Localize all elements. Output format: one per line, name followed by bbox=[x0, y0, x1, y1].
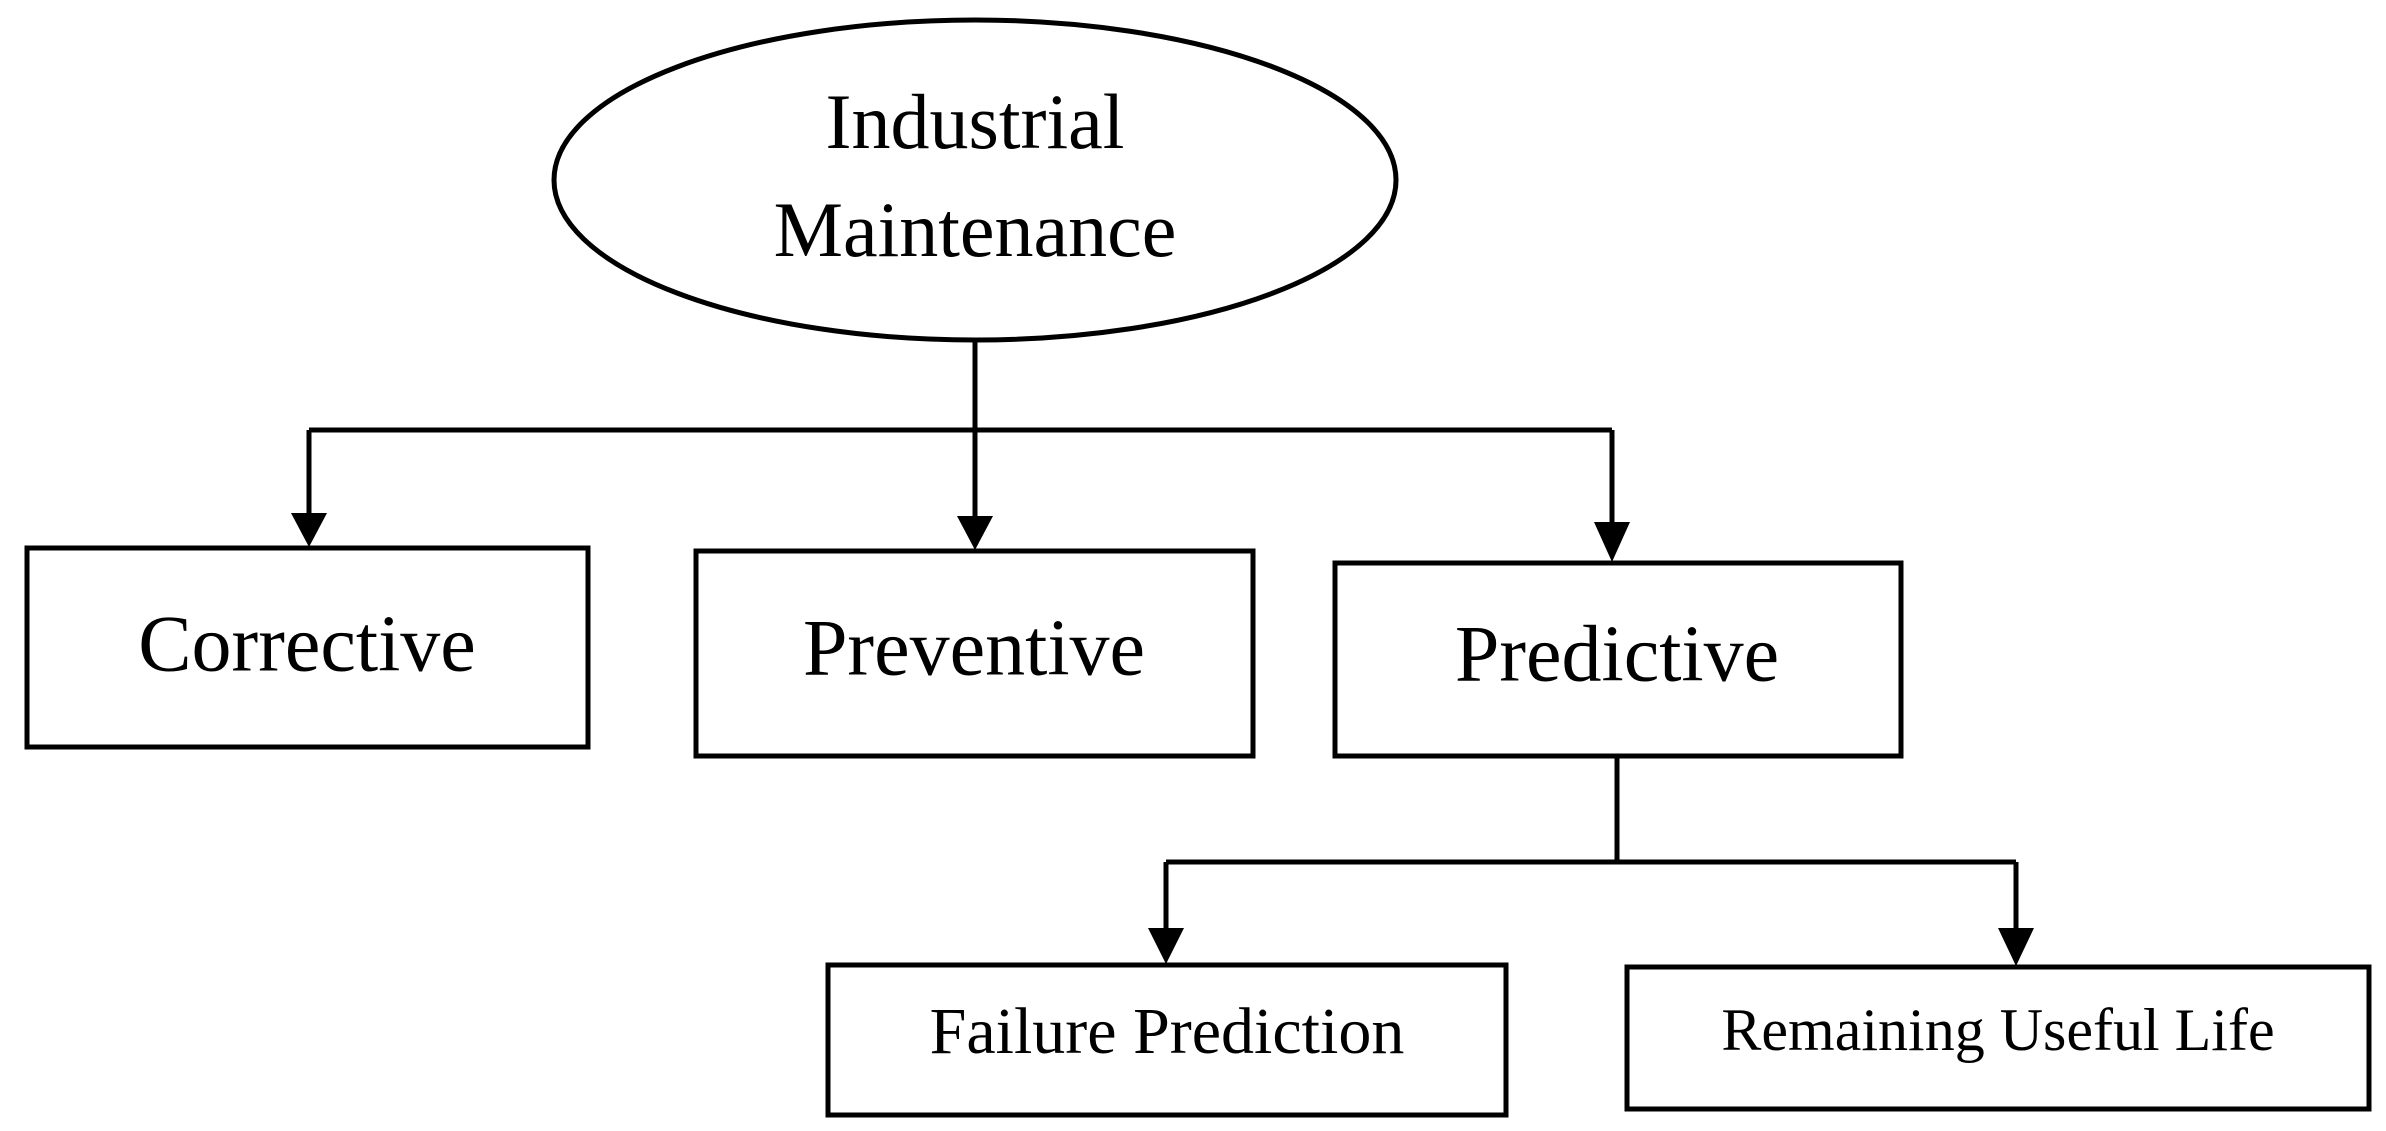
node-remaining-useful-life: Remaining Useful Life bbox=[1624, 964, 2372, 1112]
root-node: Industrial Maintenance bbox=[551, 17, 1399, 343]
arrowhead-predictive bbox=[1594, 522, 1630, 562]
predictive-connectors bbox=[1148, 756, 2034, 966]
node-preventive: Preventive bbox=[693, 548, 1256, 759]
arrowhead-preventive bbox=[957, 516, 993, 550]
predictive-label: Predictive bbox=[1455, 610, 1779, 698]
preventive-box bbox=[693, 548, 1256, 759]
node-failure-prediction: Failure Prediction bbox=[825, 962, 1509, 1118]
arrowhead-corrective bbox=[291, 513, 327, 547]
remaining-useful-life-box bbox=[1624, 964, 2372, 1112]
corrective-box bbox=[24, 545, 591, 750]
failure-prediction-box bbox=[825, 962, 1509, 1118]
arrowhead-failure-prediction bbox=[1148, 928, 1184, 964]
root-ellipse bbox=[551, 17, 1399, 343]
root-connectors bbox=[291, 340, 1630, 562]
preventive-label: Preventive bbox=[803, 604, 1145, 692]
corrective-label: Corrective bbox=[138, 600, 476, 688]
root-label-line1: Industrial bbox=[826, 78, 1125, 165]
node-corrective: Corrective bbox=[24, 545, 591, 750]
remaining-useful-life-label: Remaining Useful Life bbox=[1721, 997, 2274, 1063]
root-label-line2: Maintenance bbox=[774, 186, 1177, 273]
node-predictive: Predictive bbox=[1332, 560, 1904, 759]
arrowhead-remaining-useful-life bbox=[1998, 928, 2034, 966]
failure-prediction-label: Failure Prediction bbox=[930, 995, 1405, 1068]
predictive-box bbox=[1332, 560, 1904, 759]
